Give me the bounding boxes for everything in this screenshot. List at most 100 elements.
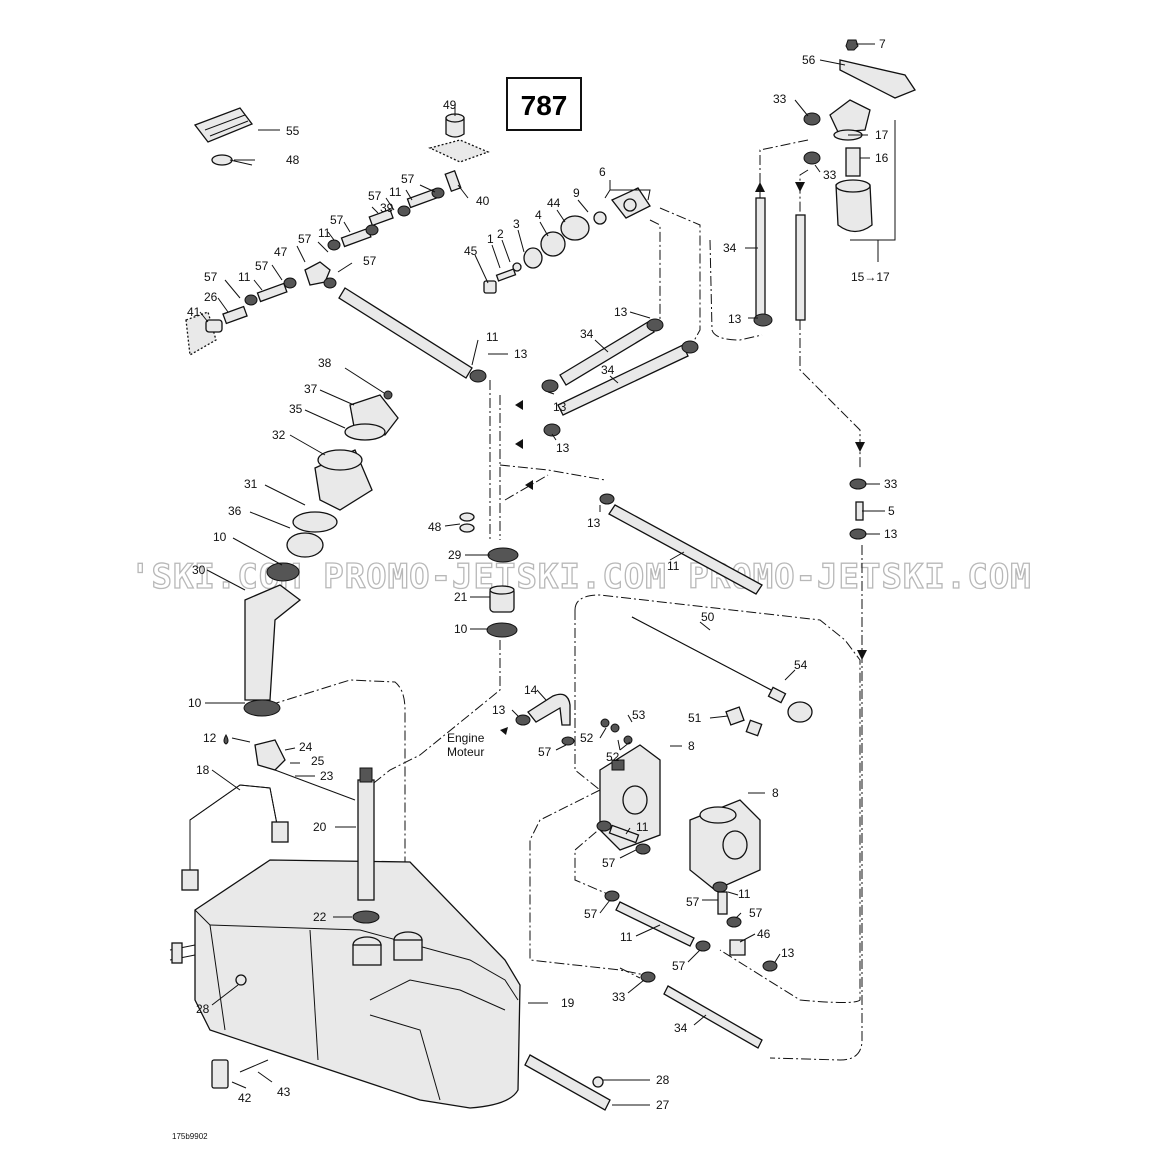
fuel-pickup [352,767,380,924]
hardware-bottom [211,974,611,1111]
vent-cap-49 [428,113,490,163]
callout-numbers: 7 56 33 17 16 33 15→17 34 13 49 55 48 57… [187,37,898,1112]
callout-57: 57 [538,745,552,759]
callout-57: 57 [204,270,218,284]
callout-49: 49 [443,98,457,112]
drawing-reference: 175b9902 [172,1132,208,1141]
callout-17: 17 [875,128,889,142]
flow-arrows [500,182,867,735]
callout-45: 45 [464,244,478,258]
callout-11: 11 [667,559,680,573]
hose-34-middle [541,318,699,437]
callout-19: 19 [561,996,575,1010]
callout-57: 57 [363,254,377,268]
hose-34-vertical [753,197,806,327]
callout-13: 13 [614,305,628,319]
callout-22: 22 [313,910,327,924]
callout-11: 11 [486,330,499,344]
callout-34: 34 [580,327,594,341]
callout-47: 47 [274,245,288,259]
callout-37: 37 [304,382,318,396]
vent-valve-24 [223,733,356,801]
vent-check-assembly [459,512,519,638]
callout-54: 54 [794,658,808,672]
callout-29: 29 [448,548,462,562]
callout-48: 48 [286,153,300,167]
page-number-box: 787 [506,77,582,131]
callout-32: 32 [272,428,286,442]
carburetor-rear [689,799,761,891]
page-number: 787 [521,90,568,121]
clamp-33-top [803,112,821,165]
callout-8: 8 [772,786,779,800]
callout-4: 4 [535,208,542,222]
callout-10: 10 [454,622,468,636]
callout-42: 42 [238,1091,252,1105]
callout-27: 27 [656,1098,670,1112]
callout-28: 28 [656,1073,670,1087]
callout-8: 8 [688,739,695,753]
fuel-valve-assembly [483,187,651,294]
callout-34: 34 [723,241,737,255]
vent-line-assembly [185,169,462,357]
callout-21: 21 [454,590,468,604]
callout-33: 33 [773,92,787,106]
callout-33: 33 [823,168,837,182]
callout-57: 57 [298,232,312,246]
callout-34: 34 [674,1021,688,1035]
callout-44: 44 [547,196,561,210]
callout-55: 55 [286,124,300,138]
callout-40: 40 [476,194,490,208]
callout-11: 11 [738,887,751,901]
callout-41: 41 [187,305,201,319]
callout-57: 57 [672,959,686,973]
engine-label-en: Engine [447,731,485,745]
callout-35: 35 [289,402,303,416]
callout-18: 18 [196,763,210,777]
callout-36: 36 [228,504,242,518]
callout-11: 11 [620,930,633,944]
hose-11-diagonal [338,287,487,383]
leader-lines [199,43,896,1106]
hose-14 [515,693,571,726]
callout-13: 13 [781,946,795,960]
callout-52: 52 [606,750,620,764]
fuel-filter-assembly [829,99,873,233]
tank-strap [181,784,289,891]
callout-9: 9 [573,186,580,200]
fuel-tank [169,859,521,1109]
callout-13: 13 [587,516,601,530]
callout-33: 33 [884,477,898,491]
callout-10: 10 [188,696,202,710]
callout-23: 23 [320,769,334,783]
callout-13: 13 [514,347,528,361]
fuel-filter-bracket [839,39,916,99]
callout-31: 31 [244,477,258,491]
callout-48: 48 [428,520,442,534]
callout-7: 7 [879,37,886,51]
callout-13: 13 [553,400,567,414]
clip-55 [193,107,254,143]
callout-57: 57 [749,906,763,920]
callout-57: 57 [255,259,269,273]
callout-24: 24 [299,740,313,754]
callout-14: 14 [524,683,538,697]
callout-57: 57 [401,172,415,186]
callout-5: 5 [888,504,895,518]
callout-16: 16 [875,151,889,165]
callout-52: 52 [580,731,594,745]
callout-13: 13 [884,527,898,541]
callout-13: 13 [728,312,742,326]
callout-3: 3 [513,217,520,231]
callout-1: 1 [487,232,494,246]
tie-48 [211,154,253,166]
callout-57: 57 [368,189,382,203]
callout-6: 6 [599,165,606,179]
engine-label: Engine Moteur [447,731,485,759]
callout-51: 51 [688,711,702,725]
callout-33: 33 [612,990,626,1004]
callout-2: 2 [497,227,504,241]
callout-26: 26 [204,290,218,304]
callout-39: 39 [380,201,394,215]
